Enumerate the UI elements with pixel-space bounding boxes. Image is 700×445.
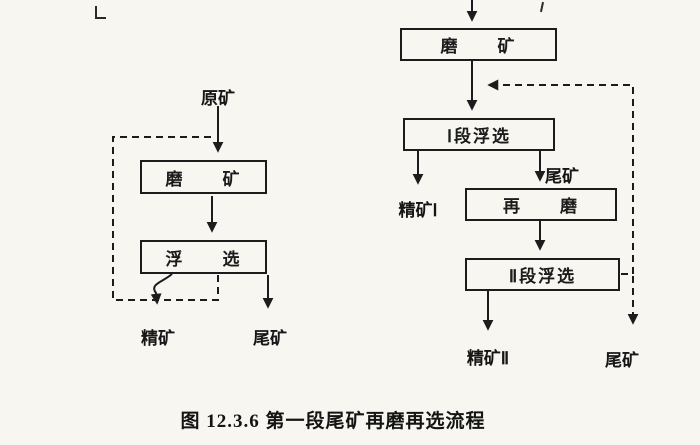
right-regrind-box: 再 磨 — [465, 188, 617, 221]
left-feed-label: 原矿 — [201, 89, 235, 108]
right-final-tailings-label: 尾矿 — [605, 351, 639, 370]
left-tailings-label: 尾矿 — [253, 329, 287, 348]
left-grinding-box: 磨 矿 — [140, 160, 267, 194]
figure-caption: 图 12.3.6 第一段尾矿再磨再选流程 — [180, 411, 486, 432]
left-concentrate-arrow — [150, 273, 173, 305]
left-flotation-box: 浮 选 — [140, 240, 267, 274]
scan-artifact — [95, 6, 106, 19]
right-stage2-flotation-box: Ⅱ段浮选 — [465, 258, 620, 291]
right-middlings-recycle-dashed — [487, 79, 634, 275]
right-mid-tailings-label: 尾矿 — [545, 167, 579, 186]
right-concentrate1-label: 精矿Ⅰ — [398, 201, 438, 220]
right-concentrate2-label: 精矿Ⅱ — [466, 349, 510, 368]
left-middlings-recycle-dashed — [112, 136, 219, 301]
right-grinding-box: 磨 矿 — [400, 28, 557, 61]
right-stage1-flotation-box: Ⅰ段浮选 — [403, 118, 555, 151]
left-concentrate-label: 精矿 — [141, 329, 175, 348]
